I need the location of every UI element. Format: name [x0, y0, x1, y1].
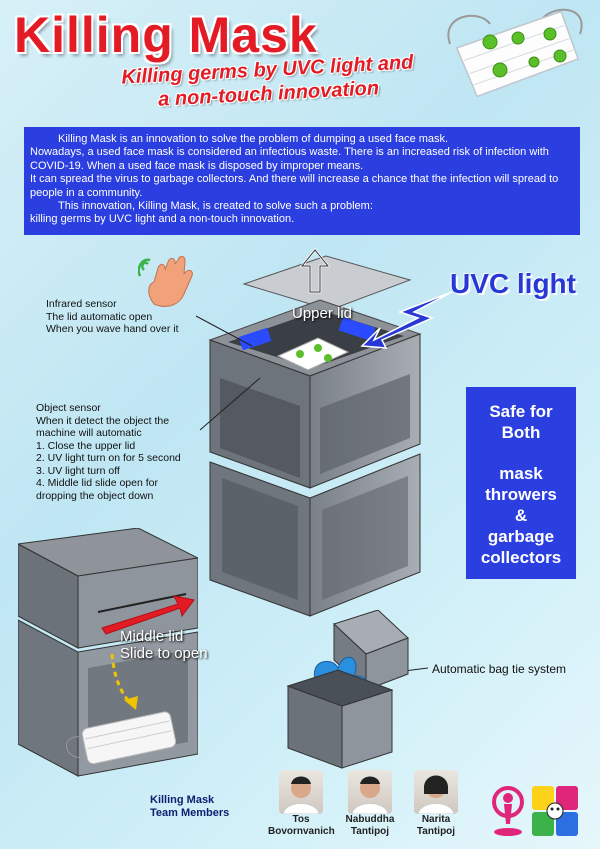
middle-lid-title: Middle lid — [120, 628, 184, 645]
member-last-name: Tantipoj — [350, 826, 390, 837]
object-sensor-line-2: When it detect the object the — [36, 414, 170, 427]
infrared-line-2: The lid automatic open — [46, 310, 153, 323]
safe-line-3: mask — [499, 464, 543, 483]
member-photo-avatar — [348, 770, 392, 814]
intro-paragraph-4: This innovation, Killing Mask, is create… — [58, 200, 373, 213]
team-members-heading: Killing Mask Team Members — [150, 794, 229, 820]
object-sensor-title: Object sensor — [36, 402, 101, 414]
middle-lid-subtitle: Slide to open — [120, 645, 208, 662]
uvc-lightning-arrow — [360, 291, 453, 349]
member-photo-avatar — [414, 770, 458, 814]
intro-paragraph-5: killing germs by UVC light and a non-tou… — [30, 213, 295, 226]
up-arrow-icon — [300, 248, 330, 294]
puzzle-logo-icon — [532, 786, 578, 836]
intro-paragraph-3: It can spread the virus to garbage colle… — [30, 173, 559, 199]
infrared-line-3: When you wave hand over it — [46, 323, 179, 335]
object-sensor-step-4b: dropping the object down — [36, 489, 154, 502]
intro-panel: Killing Mask is an innovation to solve t… — [24, 127, 580, 235]
bag-tie-label: Automatic bag tie system — [432, 662, 567, 676]
intro-paragraph-1: Killing Mask is an innovation to solve t… — [58, 133, 449, 145]
object-sensor-step-1: 1. Close the upper lid — [36, 439, 136, 452]
member-last-name: Tantipoj — [416, 826, 456, 837]
safe-line-7: collectors — [480, 548, 562, 567]
member-first-name: Nabuddha — [345, 814, 395, 825]
uvc-light-label: UVC light — [450, 268, 576, 299]
middle-lid-machine-illustration — [18, 528, 198, 777]
member-first-name: Tos — [292, 814, 310, 825]
face-mask-illustration — [447, 8, 583, 98]
member-last-name: Bovornvanich — [268, 826, 335, 837]
infrared-sensor-label: Infrared sensor The lid automatic open W… — [46, 298, 179, 336]
bag-tie-machine-illustration — [286, 610, 409, 769]
waving-hand-icon — [138, 255, 193, 307]
object-sensor-line-3: machine will automatic — [36, 427, 142, 439]
infrared-title: Infrared sensor — [46, 298, 117, 310]
team-title-line-2: Team Members — [150, 807, 230, 819]
safe-for-both-panel: Safe for Both mask throwers & garbage co… — [466, 387, 576, 579]
safe-line-2: Both — [501, 423, 541, 442]
contest-logo-icon — [492, 786, 524, 836]
member-first-name: Narita — [421, 814, 451, 825]
intro-paragraph-2: Nowadays, a used face mask is considered… — [30, 146, 549, 172]
safe-line-5: & — [514, 506, 528, 525]
team-member: Narita Tantipoj — [406, 770, 466, 838]
upper-lid-label: Upper lid — [292, 305, 353, 322]
member-photo-avatar — [279, 770, 323, 814]
object-sensor-step-3: 3. UV light turn off — [36, 464, 120, 477]
object-sensor-step-4: 4. Middle lid slide open for — [36, 477, 158, 489]
object-sensor-step-2: 2. UV light turn on for 5 second — [36, 452, 181, 464]
team-title-line-1: Killing Mask — [150, 794, 215, 806]
safe-line-1: Safe for — [489, 402, 553, 421]
team-member: Tos Bovornvanich — [268, 770, 335, 838]
safe-line-4: throwers — [485, 485, 557, 504]
safe-line-6: garbage — [487, 527, 555, 546]
object-sensor-label: Object sensor When it detect the object … — [36, 402, 181, 502]
middle-lid-label: Middle lid Slide to open — [120, 628, 208, 662]
team-member: Nabuddha Tantipoj — [340, 770, 400, 838]
page-title: Killing Mask — [14, 7, 318, 63]
